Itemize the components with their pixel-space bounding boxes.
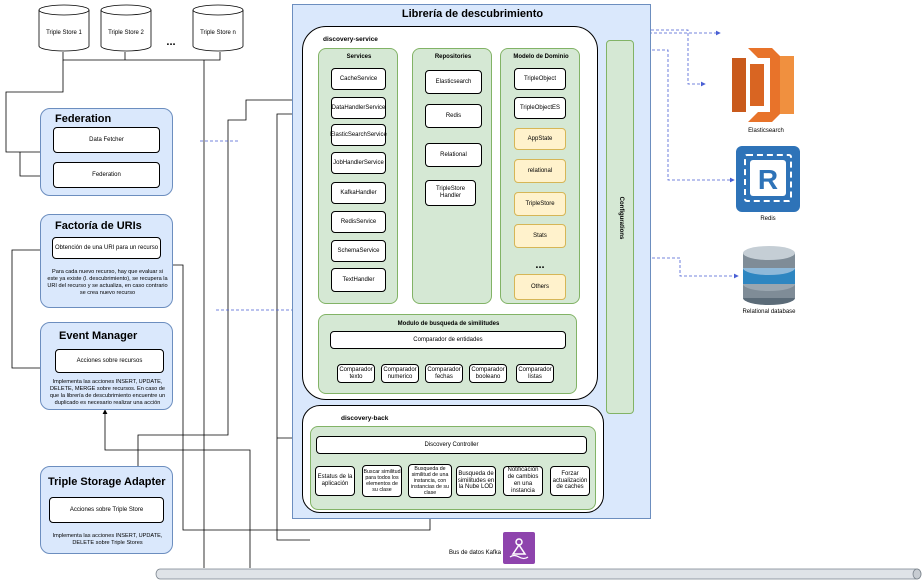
discovery-service-title: discovery-service (323, 36, 378, 43)
domain-stats: Stats (514, 224, 566, 248)
uri-factory-description: Para cada nuevo recurso, hay que evaluar… (47, 269, 168, 296)
configurations-panel: Configurations (606, 40, 634, 414)
discovery-back-title: discovery-back (341, 415, 389, 422)
endpoint-refresh-caches: Forzar actualización de caches (550, 466, 590, 496)
database-icon (100, 4, 152, 52)
service-cacheservice: CacheService (331, 68, 386, 90)
comparator-booleano: Comparador booleano (469, 364, 507, 383)
event-manager-panel: Event Manager Acciones sobre recursos Im… (40, 322, 173, 410)
service-datahandlerservice: DataHandlerService (331, 97, 386, 119)
triple-store-n: Triple Store n (192, 4, 244, 52)
domain-tripleobject: TripleObject (514, 68, 566, 90)
repositories-title: Repositories (434, 54, 472, 60)
domain-model-title: Modelo de Dominio (513, 54, 569, 60)
kafka-bus (155, 568, 922, 580)
endpoint-status: Estatus de la aplicación (315, 466, 355, 496)
domain-triplestore: TripleStore (514, 192, 566, 216)
event-manager-description: Implementa las acciones INSERT, UPDATE, … (49, 379, 166, 406)
comparator-texto: Comparador texto (337, 364, 375, 383)
similarity-title: Modulo de busqueda de similitudes (397, 321, 500, 327)
domain-ellipsis: ... (535, 259, 545, 271)
data-fetcher-box: Data Fetcher (53, 127, 160, 153)
kafka-label: Bus de datos Kafka (448, 550, 502, 556)
domain-relational: relational (514, 159, 566, 183)
elasticsearch-icon (732, 48, 794, 122)
endpoint-search-instance: Busqueda de similitud de una instancia, … (408, 464, 452, 498)
triple-storage-adapter-title: Triple Storage Adapter (48, 476, 166, 488)
triple-store-label: Triple Store 1 (46, 30, 82, 36)
federation-title: Federation (55, 113, 112, 125)
svg-text:R: R (758, 164, 778, 195)
service-redisservice: RedisService (331, 211, 386, 233)
triple-storage-adapter-panel: Triple Storage Adapter Acciones sobre Tr… (40, 466, 173, 554)
event-manager-box: Acciones sobre recursos (55, 349, 164, 373)
federation-box: Federation (53, 162, 160, 188)
service-kafkahandler: KafkaHandler (331, 182, 386, 204)
triple-store-label: Triple Store 2 (108, 30, 144, 36)
triple-storage-adapter-box: Acciones sobre Triple Store (49, 497, 164, 523)
domain-tripleobjectes: TripleObjectES (514, 97, 566, 119)
library-title: Librería de descubrimiento (401, 8, 544, 20)
kafka-icon (503, 532, 535, 564)
endpoint-search-class: Buscar similitud para todos los elemento… (362, 465, 402, 497)
discovery-controller: Discovery Controller (316, 436, 587, 454)
uri-factory-panel: Factoría de URIs Obtención de una URI pa… (40, 214, 173, 308)
domain-others: Others (514, 274, 566, 300)
repo-relational: Relational (425, 143, 482, 167)
comparator-fechas: Comparador fechas (425, 364, 463, 383)
repo-redis: Redis (425, 104, 482, 128)
database-icon (192, 4, 244, 52)
elasticsearch-label: Elasticsearch (748, 128, 784, 134)
service-texthandler: TextHandler (331, 268, 386, 292)
comparator-listas: Comparador listas (516, 364, 554, 383)
relational-db-label: Relational database (742, 309, 796, 315)
event-manager-title: Event Manager (59, 330, 138, 342)
configurations-label: Configurations (618, 196, 624, 240)
redis-label: Redis (760, 216, 776, 222)
federation-panel: Federation Data Fetcher Federation (40, 108, 173, 196)
domain-appstate: AppState (514, 128, 566, 150)
service-schemaservice: SchemaService (331, 240, 386, 262)
comparator-numerico: Comparador numerico (381, 364, 419, 383)
uri-factory-title: Factoría de URIs (55, 220, 142, 232)
triple-storage-adapter-description: Implementa las acciones INSERT, UPDATE, … (52, 533, 163, 546)
endpoint-search-lod: Busqueda de similitudes en la Nube LOD (456, 466, 496, 496)
endpoint-notify-changes: Notificación de cambios en una instancia (503, 466, 543, 496)
service-elasticsearchservice: ElasticSearchService (330, 124, 387, 146)
service-jobhandlerservice: JobHandlerService (331, 152, 386, 174)
entity-comparator: Comparador de entidades (330, 331, 566, 349)
triple-store-label: Triple Store n (200, 30, 236, 36)
uri-box: Obtención de una URI para un recurso (52, 237, 161, 259)
services-title: Services (346, 54, 372, 60)
repo-elasticsearch: Elasticsearch (425, 70, 482, 94)
triple-store-1: Triple Store 1 (38, 4, 90, 52)
triple-store-2: Triple Store 2 (100, 4, 152, 52)
redis-icon: R (736, 146, 800, 212)
database-icon (38, 4, 90, 52)
triple-store-ellipsis: ... (166, 36, 176, 48)
relational-database-icon (743, 246, 795, 305)
repo-triplestore-handler: TripleStore Handler (425, 180, 476, 206)
